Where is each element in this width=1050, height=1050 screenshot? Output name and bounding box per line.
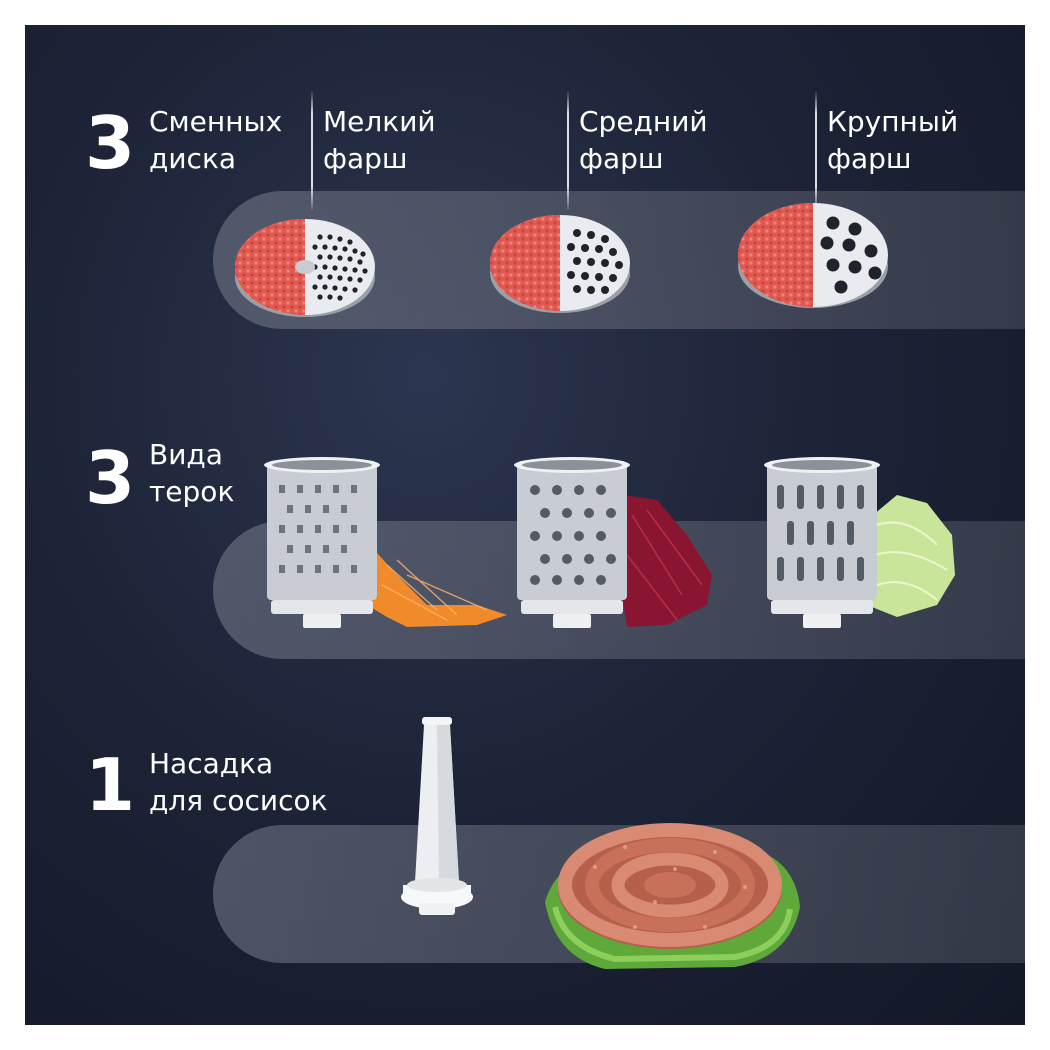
disc-label-medium: Средний фарш	[579, 105, 708, 175]
nozzle-count: 1	[85, 743, 136, 827]
product-infographic: 3 Сменных диска Мелкий фарш Средний фарш…	[25, 25, 1025, 1025]
disc-label-coarse: Крупный фарш	[827, 105, 959, 175]
nozzle-section-label: Насадка для сосисок	[149, 747, 328, 817]
disc-divider-1	[311, 90, 313, 210]
grater-fine-with-carrot	[264, 457, 507, 628]
disc-divider-2	[567, 90, 569, 210]
sausage-nozzle	[401, 717, 473, 915]
disc-section-label: Сменных диска	[149, 105, 283, 175]
grater-medium-with-beet	[514, 457, 712, 628]
disc-label-fine: Мелкий фарш	[323, 105, 436, 175]
medium-mince-disc	[490, 215, 630, 313]
disc-count: 3	[85, 101, 136, 185]
fine-mince-disc	[235, 219, 375, 317]
grater-coarse-with-cabbage	[764, 457, 955, 628]
grater-count: 3	[85, 436, 136, 520]
sausage-coil	[545, 823, 800, 969]
grater-section-label: Вида терок	[149, 438, 235, 508]
disc-divider-3	[815, 90, 817, 210]
coarse-mince-disc	[738, 203, 888, 308]
